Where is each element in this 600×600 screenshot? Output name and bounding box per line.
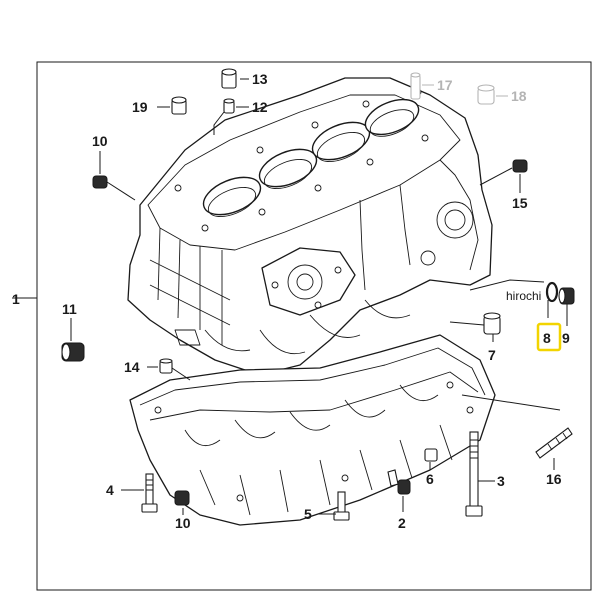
part-13-sleeve — [221, 68, 237, 89]
callout-13: 13 — [252, 71, 268, 87]
callout-9: 9 — [562, 330, 570, 346]
part-4-bolt — [141, 473, 158, 513]
part-17-pin — [410, 72, 421, 100]
part-19-sleeve — [171, 96, 187, 115]
callout-15: 15 — [512, 195, 528, 211]
callout-17: 17 — [437, 77, 453, 93]
callout-18: 18 — [511, 88, 527, 104]
callout-12: 12 — [252, 99, 268, 115]
callout-11: 11 — [62, 301, 77, 317]
callout-8-highlight — [536, 322, 562, 352]
part-3-long-bolt — [465, 431, 483, 517]
oil-pan-bedplate — [129, 334, 496, 526]
part-9-plug — [558, 287, 575, 305]
part-7-dowel — [483, 312, 501, 335]
part-12-sleeve — [223, 98, 235, 114]
part-14-sleeve — [159, 358, 173, 374]
part-16-stud — [535, 427, 573, 459]
part-11-plug — [61, 342, 85, 362]
part-10-plug-bottom — [174, 490, 190, 506]
part-8-gasket-ring — [545, 281, 559, 303]
callout-7: 7 — [488, 347, 496, 363]
callout-6: 6 — [426, 471, 434, 487]
watermark-text: hirochi — [506, 289, 541, 303]
part-15-plug — [512, 159, 528, 173]
callout-8: 8 — [543, 330, 551, 346]
callout-19: 19 — [132, 99, 148, 115]
callout-5: 5 — [304, 506, 312, 522]
diagram-frame — [36, 61, 592, 591]
callout-2: 2 — [398, 515, 406, 531]
callout-14: 14 — [124, 359, 140, 375]
part-6-plug — [424, 448, 438, 462]
callout-10-top: 10 — [92, 133, 108, 149]
part-5-bolt — [333, 491, 350, 521]
leader-lines — [70, 78, 568, 515]
part-10-plug-top — [92, 175, 108, 189]
callout-4: 4 — [106, 482, 114, 498]
callout-10-bottom: 10 — [175, 515, 191, 531]
part-18-sleeve — [477, 84, 495, 105]
callout-16: 16 — [546, 471, 562, 487]
callout-1: 1 — [12, 291, 20, 307]
callout-3: 3 — [497, 473, 505, 489]
part-2-sensor — [387, 469, 411, 495]
cylinder-block — [127, 77, 493, 376]
